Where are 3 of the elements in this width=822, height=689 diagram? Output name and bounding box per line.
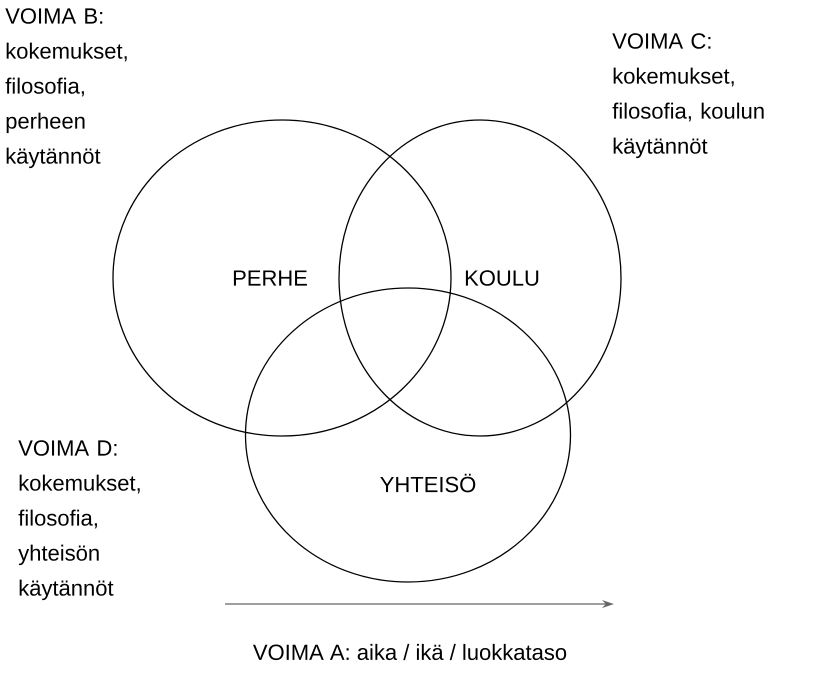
force-label: VOIMA C: kokemukset, filosofia, koulun käytännöt bbox=[612, 33, 764, 158]
axis-label: VOIMA A: aika / ikä / luokkataso bbox=[252, 644, 566, 660]
force-label: VOIMA D: kokemukset, filosofia, yhteisön käytännöt bbox=[18, 440, 140, 600]
